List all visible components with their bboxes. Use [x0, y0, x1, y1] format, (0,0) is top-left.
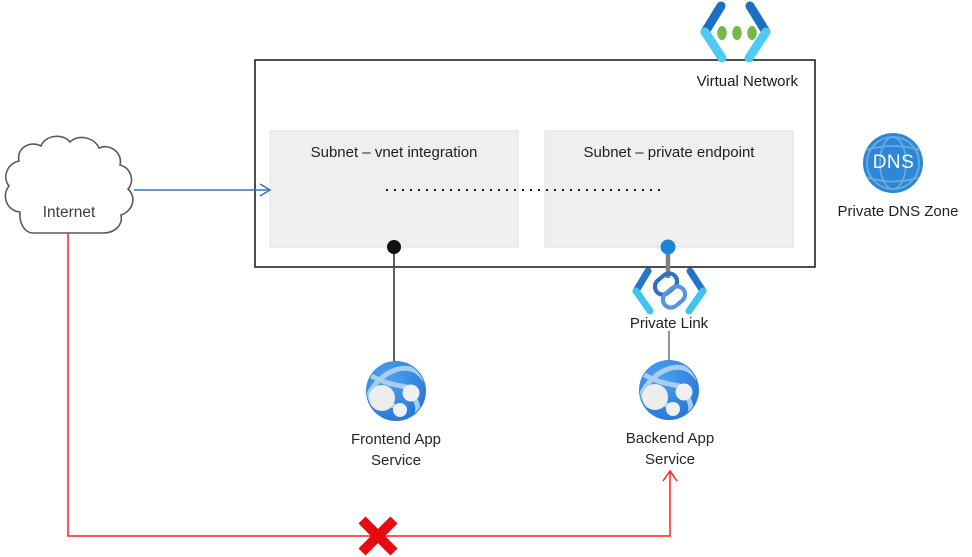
backend-app-service-label-line1: Backend App: [625, 430, 715, 447]
private-dns-zone-label: Private DNS Zone: [837, 203, 959, 220]
internet-cloud: [4, 135, 134, 234]
frontend-app-service-icon: [366, 361, 426, 421]
internet-to-vnet-arrow: [134, 183, 272, 197]
dns-icon-text: DNS: [872, 152, 915, 173]
frontend-app-service-label-line1: Frontend App: [350, 431, 442, 448]
virtual-network-icon: [700, 1, 771, 63]
virtual-network-label: Virtual Network: [696, 73, 798, 90]
blocked-x-icon: [358, 516, 398, 556]
frontend-app-service-label: Frontend App Service: [326, 429, 466, 471]
backend-app-service-label-line2: Service: [644, 451, 696, 468]
frontend-app-service-label-line2: Service: [370, 452, 422, 469]
red-arrowhead: [662, 469, 678, 482]
subnet-vnet-integration-label: Subnet – vnet integration: [310, 144, 478, 161]
private-link-icon: [632, 267, 707, 315]
blocked-path-red-line: [67, 233, 678, 537]
subnet-private-endpoint-label: Subnet – private endpoint: [583, 144, 755, 161]
backend-app-service-icon: [639, 360, 699, 420]
backend-app-service-label: Backend App Service: [600, 428, 740, 470]
private-dns-zone-icon: [863, 133, 923, 193]
internet-label: Internet: [42, 204, 96, 221]
vnet-integration-endpoint-dot: [387, 240, 401, 254]
private-endpoint-dot: [660, 239, 676, 255]
private-link-label: Private Link: [629, 315, 709, 332]
